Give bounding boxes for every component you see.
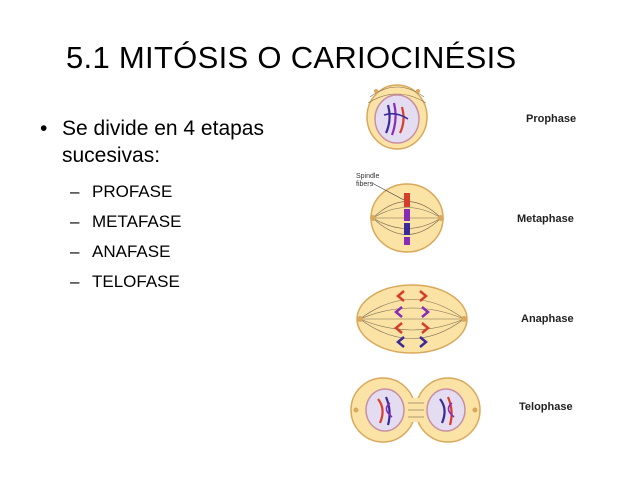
telophase-cell [350,377,481,443]
bullet-list: • Se divide en 4 etapas sucesivas: – PRO… [40,115,340,297]
sub-bullet-profase: – PROFASE [70,177,340,207]
sub-bullet-text: ANAFASE [92,242,171,261]
dash-icon: – [70,212,80,231]
stage-label-telophase: Telophase [519,401,573,413]
dash-icon: – [70,272,80,291]
metaphase-cell [370,182,444,253]
bullet-text: Se divide en 4 etapas sucesivas: [62,117,264,167]
stage-label-anaphase: Anaphase [521,313,574,325]
spindle-fibers-label: Spindle fibers [356,173,380,188]
bullet-icon: • [40,117,48,140]
sub-bullet-text: TELOFASE [92,272,180,291]
dash-icon: – [70,242,80,261]
sub-bullet-list: – PROFASE – METAFASE – ANAFASE – TELOFAS… [40,177,340,297]
dash-icon: – [70,182,80,201]
slide-title: 5.1 MITÓSIS O CARIOCINÉSIS [66,40,517,75]
stage-label-prophase: Prophase [526,113,577,125]
prophase-cell [366,84,428,150]
stage-label-metaphase: Metaphase [517,213,574,225]
sub-bullet-metafase: – METAFASE [70,207,340,237]
sub-bullet-text: PROFASE [92,182,173,201]
sub-bullet-text: METAFASE [92,212,182,231]
sub-bullet-anafase: – ANAFASE [70,237,340,267]
mitosis-diagram [350,84,481,443]
anaphase-cell [356,284,468,354]
bullet-item: • Se divide en 4 etapas sucesivas: [40,115,340,169]
sub-bullet-telofase: – TELOFASE [70,267,340,297]
